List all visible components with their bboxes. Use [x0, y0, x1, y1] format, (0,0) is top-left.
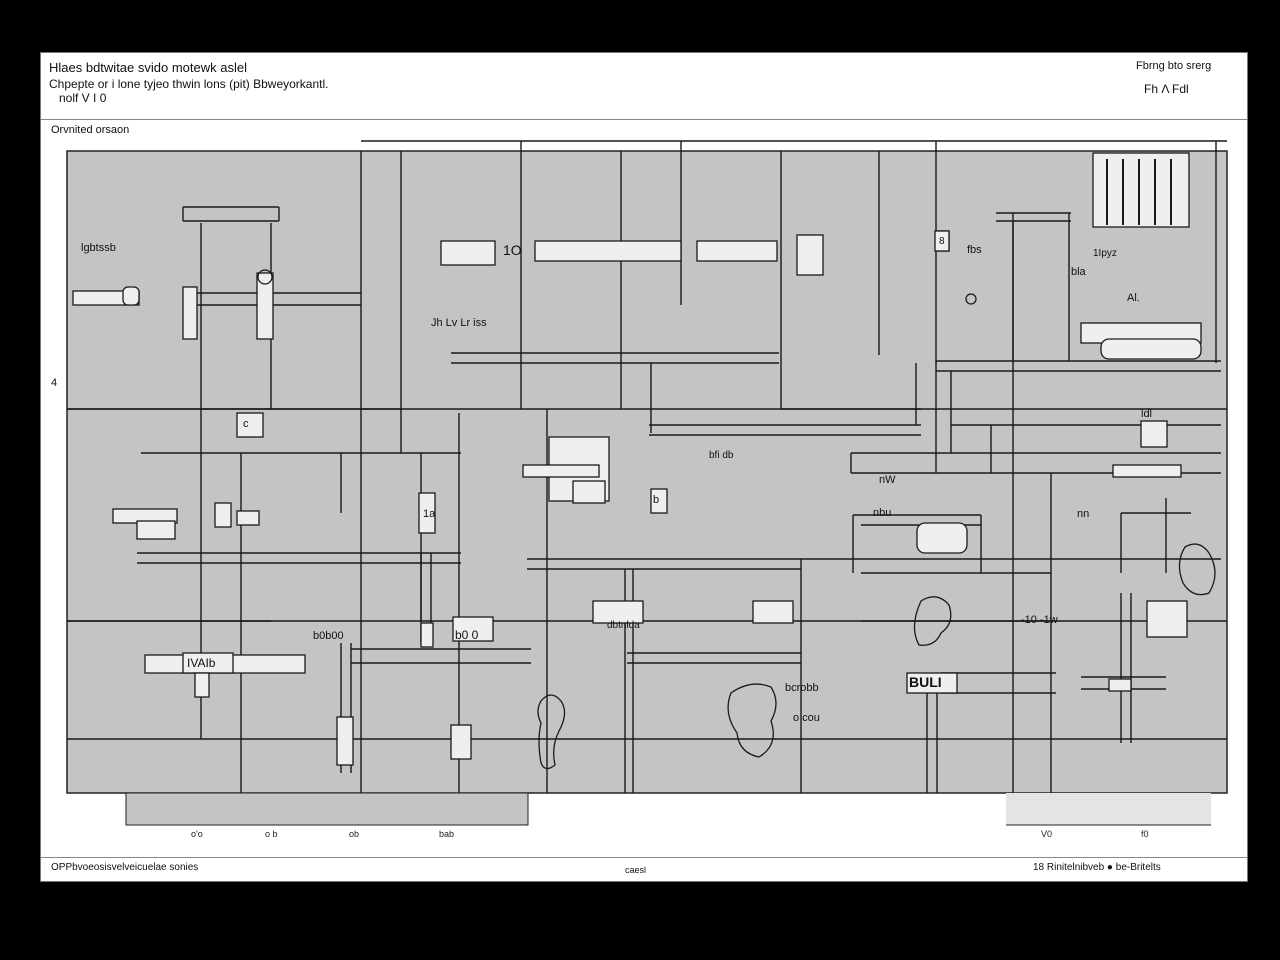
lower-strip-right	[1006, 793, 1211, 825]
side-marker: 4	[51, 377, 58, 389]
label-n: nbu	[873, 507, 892, 519]
label-g: bla	[1071, 266, 1086, 278]
label-t: bcrobb	[785, 682, 819, 694]
header-line-3: nolf V I 0	[59, 91, 107, 105]
footer-center: caesl	[625, 865, 647, 875]
label-b: Jh Lv Lr iss	[431, 317, 487, 329]
axis-tick-5: V0	[1041, 829, 1053, 839]
corner-title: Fbrng bto srerg	[1136, 60, 1212, 72]
label-c: 1O	[503, 242, 522, 258]
axis-tick-1: o'o	[191, 829, 203, 839]
floor-plan	[66, 140, 1228, 826]
label-k: 1a	[423, 508, 436, 520]
radiator-bars	[1106, 159, 1172, 225]
axis-tick-3: ob	[349, 829, 360, 839]
header-line-1: Hlaes bdtwitae svido motewk aslel	[49, 60, 247, 75]
label-d: 8	[939, 236, 945, 247]
label-u: o cou	[793, 712, 820, 724]
label-v: BULI	[909, 674, 942, 690]
label-o: nn	[1077, 508, 1090, 520]
label-j: bfi db	[709, 450, 734, 461]
lower-strip-left	[125, 792, 529, 826]
label-q: b0b00	[313, 630, 344, 642]
label-x: nW	[879, 474, 896, 486]
label-w: ldl	[1141, 408, 1153, 420]
label-h: Al.	[1127, 292, 1140, 304]
fixtures	[72, 152, 1202, 766]
drawing-sheet: Hlaes bdtwitae svido motewk aslel Chpept…	[40, 52, 1248, 882]
header-divider	[41, 119, 1247, 120]
label-r: IVAIb	[187, 656, 216, 670]
label-i: c	[243, 418, 249, 430]
label-m: dbtnlda	[607, 620, 640, 631]
axis-tick-6: f0	[1141, 829, 1149, 839]
label-s: b0 0	[455, 628, 479, 642]
axis-tick-4: bab	[439, 829, 455, 839]
header-line-2: Chpepte or i lone tyjeo thwin lons (pit)…	[49, 77, 329, 91]
footer-left: OPPbvoeosisvelveicuelae sonies	[51, 862, 199, 873]
label-l: b	[653, 494, 660, 506]
label-p: -10 -1w	[1021, 614, 1058, 626]
sketch-figures	[257, 269, 1216, 770]
label-f: 1Ipyz	[1093, 248, 1117, 259]
corner-subtitle: Fh Λ Fdl	[1144, 82, 1189, 96]
label-e: fbs	[967, 244, 982, 256]
label-a: lgbtssb	[81, 242, 116, 254]
sheet-label: Orvnited orsaon	[51, 124, 130, 136]
axis-tick-2: o b	[265, 829, 278, 839]
footer-divider	[41, 857, 1247, 858]
footer-right: 18 Rinitelnibveb ● be-Britelts	[1033, 862, 1161, 873]
